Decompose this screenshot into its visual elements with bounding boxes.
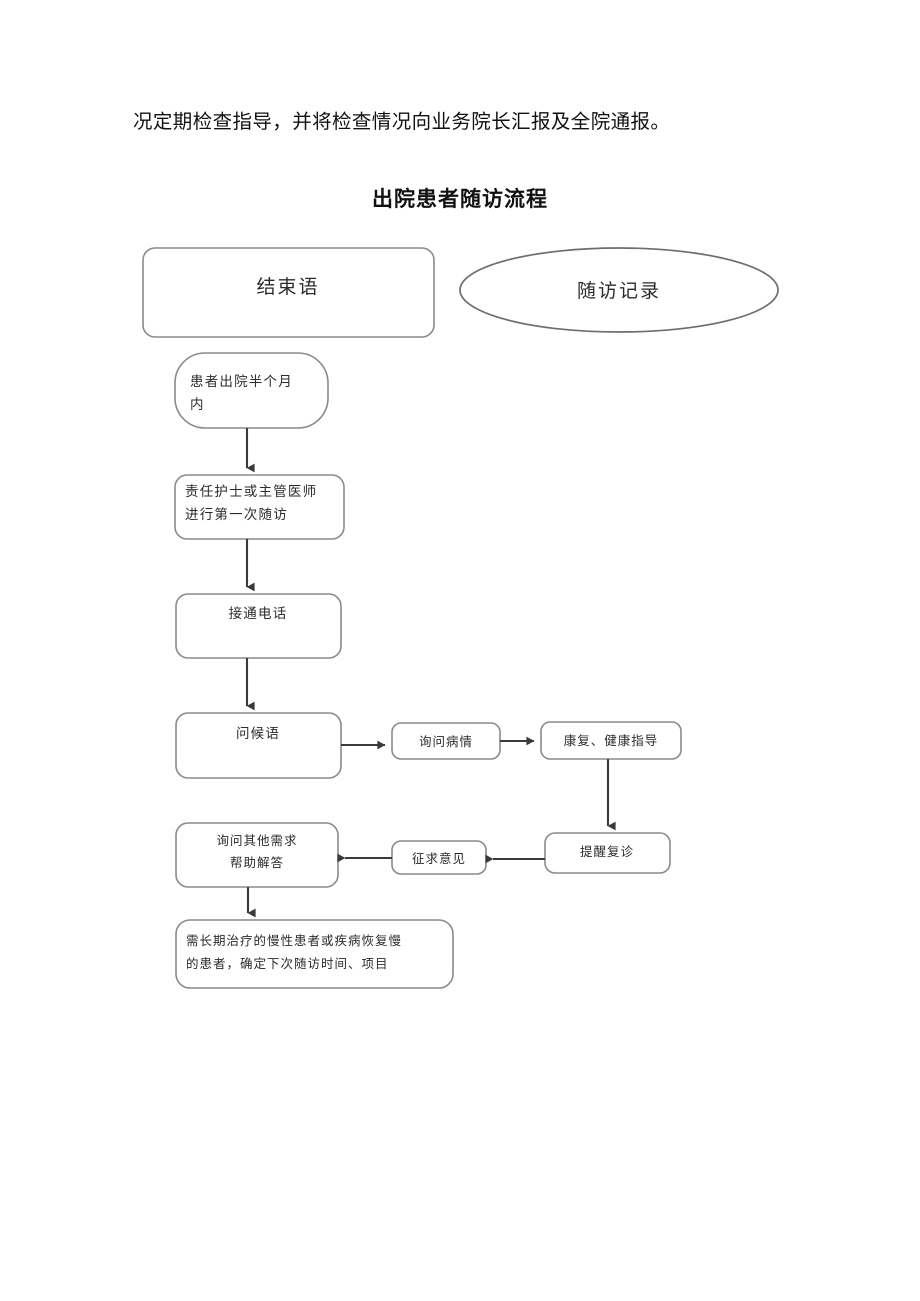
within-half-month-box[interactable] <box>174 352 329 429</box>
node-within-half-month[interactable]: 患者出院半个月 内 <box>174 352 329 429</box>
node-other-needs[interactable]: 询问其他需求 帮助解答 <box>175 822 339 888</box>
node-greeting[interactable]: 问候语 <box>175 712 342 779</box>
ask-condition-label: 询问病情 <box>419 734 473 749</box>
within-half-month-label-line2: 内 <box>190 397 205 412</box>
other-needs-label-line1: 询问其他需求 <box>216 834 297 848</box>
greeting-label: 问候语 <box>236 726 280 741</box>
flowchart-title: 出院患者随访流程 <box>372 188 548 211</box>
other-needs-label-line2: 帮助解答 <box>230 855 284 870</box>
remind-revisit-box[interactable] <box>544 832 671 874</box>
seek-opinion-label: 征求意见 <box>412 851 466 866</box>
node-first-followup[interactable]: 责任护士或主管医师 进行第一次随访 <box>174 474 345 540</box>
connect-call-label: 接通电话 <box>229 605 288 621</box>
node-seek-opinion[interactable]: 征求意见 <box>391 840 487 875</box>
next-followup-box[interactable] <box>175 919 454 989</box>
greeting-box[interactable] <box>175 712 342 779</box>
connect-call-box[interactable] <box>175 593 342 659</box>
node-ask-condition[interactable]: 询问病情 <box>391 722 501 760</box>
followup-record-label: 随访记录 <box>577 280 661 302</box>
other-needs-box[interactable] <box>175 822 339 888</box>
paragraph-text: 况定期检查指导，并将检查情况向业务院长汇报及全院通报。 <box>133 112 671 133</box>
closing-remarks-label: 结束语 <box>256 276 319 298</box>
first-followup-label-line1: 责任护士或主管医师 <box>185 484 317 499</box>
rehab-guidance-box[interactable] <box>540 721 682 760</box>
node-remind-revisit[interactable]: 提醒复诊 <box>544 832 671 874</box>
node-next-followup[interactable]: 需长期治疗的慢性患者或疾病恢复慢 的患者，确定下次随访时间、项目 <box>175 919 454 989</box>
rehab-guidance-label: 康复、健康指导 <box>564 733 659 748</box>
remind-revisit-label: 提醒复诊 <box>580 844 634 859</box>
first-followup-label-line2: 进行第一次随访 <box>185 506 288 522</box>
node-closing-remarks[interactable]: 结束语 <box>142 247 435 338</box>
next-followup-label-line2: 的患者，确定下次随访时间、项目 <box>186 956 389 971</box>
next-followup-label-line1: 需长期治疗的慢性患者或疾病恢复慢 <box>186 933 402 948</box>
followup-record-ellipse[interactable] <box>459 247 779 333</box>
node-followup-record[interactable]: 随访记录 <box>459 247 779 333</box>
first-followup-box[interactable] <box>174 474 345 540</box>
node-connect-call[interactable]: 接通电话 <box>175 593 342 659</box>
node-rehab-guidance[interactable]: 康复、健康指导 <box>540 721 682 760</box>
within-half-month-label-line1: 患者出院半个月 <box>190 374 293 389</box>
closing-remarks-box[interactable] <box>142 247 435 338</box>
